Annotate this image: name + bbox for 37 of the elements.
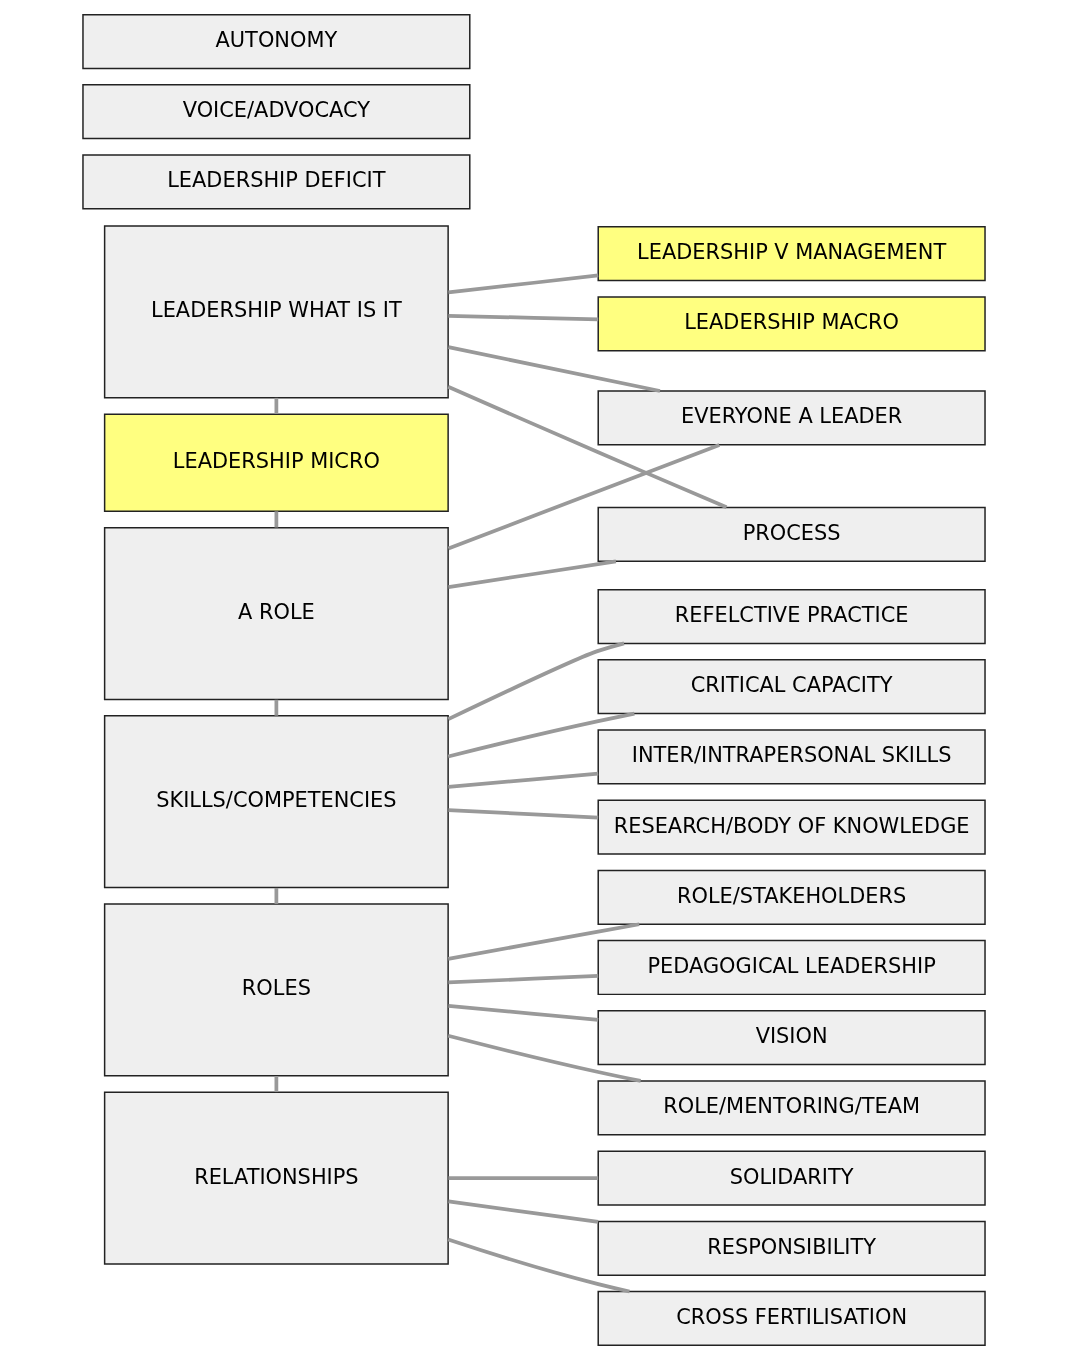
node-box: INTER/INTRAPERSONAL SKILLS — [597, 729, 986, 785]
node-box: LEADERSHIP WHAT IS IT — [103, 225, 449, 399]
node-box: LEADERSHIP DEFICIT — [82, 154, 471, 210]
node-box: REFELCTIVE PRACTICE — [597, 588, 986, 645]
node-box: VISION — [597, 1010, 986, 1066]
node-box: RESPONSIBILITY — [597, 1220, 986, 1276]
node-box: EVERYONE A LEADER — [597, 390, 986, 446]
node-box: CROSS FERTILISATION — [597, 1290, 986, 1347]
node-box: LEADERSHIP MACRO — [597, 296, 986, 352]
connector — [447, 641, 625, 721]
connector — [448, 808, 599, 820]
node-box: RELATIONSHIPS — [103, 1091, 449, 1265]
node-box: A ROLE — [103, 526, 449, 701]
node-box: SOLIDARITY — [597, 1150, 986, 1206]
connector — [448, 1003, 599, 1022]
node-box: ROLE/MENTORING/TEAM — [597, 1080, 986, 1136]
node-box: PROCESS — [597, 506, 986, 562]
node-box: ROLE/STAKEHOLDERS — [597, 869, 986, 925]
node-box: VOICE/ADVOCACY — [82, 84, 471, 140]
node-box: ROLES — [103, 903, 449, 1077]
node-box: PEDAGOGICAL LEADERSHIP — [597, 939, 986, 996]
connector — [448, 313, 599, 322]
connector — [447, 385, 728, 510]
node-box: LEADERSHIP V MANAGEMENT — [597, 226, 986, 282]
node-box: SKILLS/COMPETENCIES — [103, 715, 449, 889]
node-box: CRITICAL CAPACITY — [597, 659, 986, 715]
node-box: AUTONOMY — [82, 13, 471, 70]
connector — [448, 273, 599, 295]
connector — [448, 1176, 599, 1180]
connector — [448, 1199, 599, 1224]
connector — [448, 559, 617, 590]
node-box: LEADERSHIP MICRO — [103, 413, 449, 512]
connector — [447, 443, 720, 551]
node-box: RESEARCH/BODY OF KNOWLEDGE — [597, 799, 986, 855]
connector — [448, 345, 661, 393]
connector — [448, 771, 599, 789]
connector — [448, 974, 599, 985]
